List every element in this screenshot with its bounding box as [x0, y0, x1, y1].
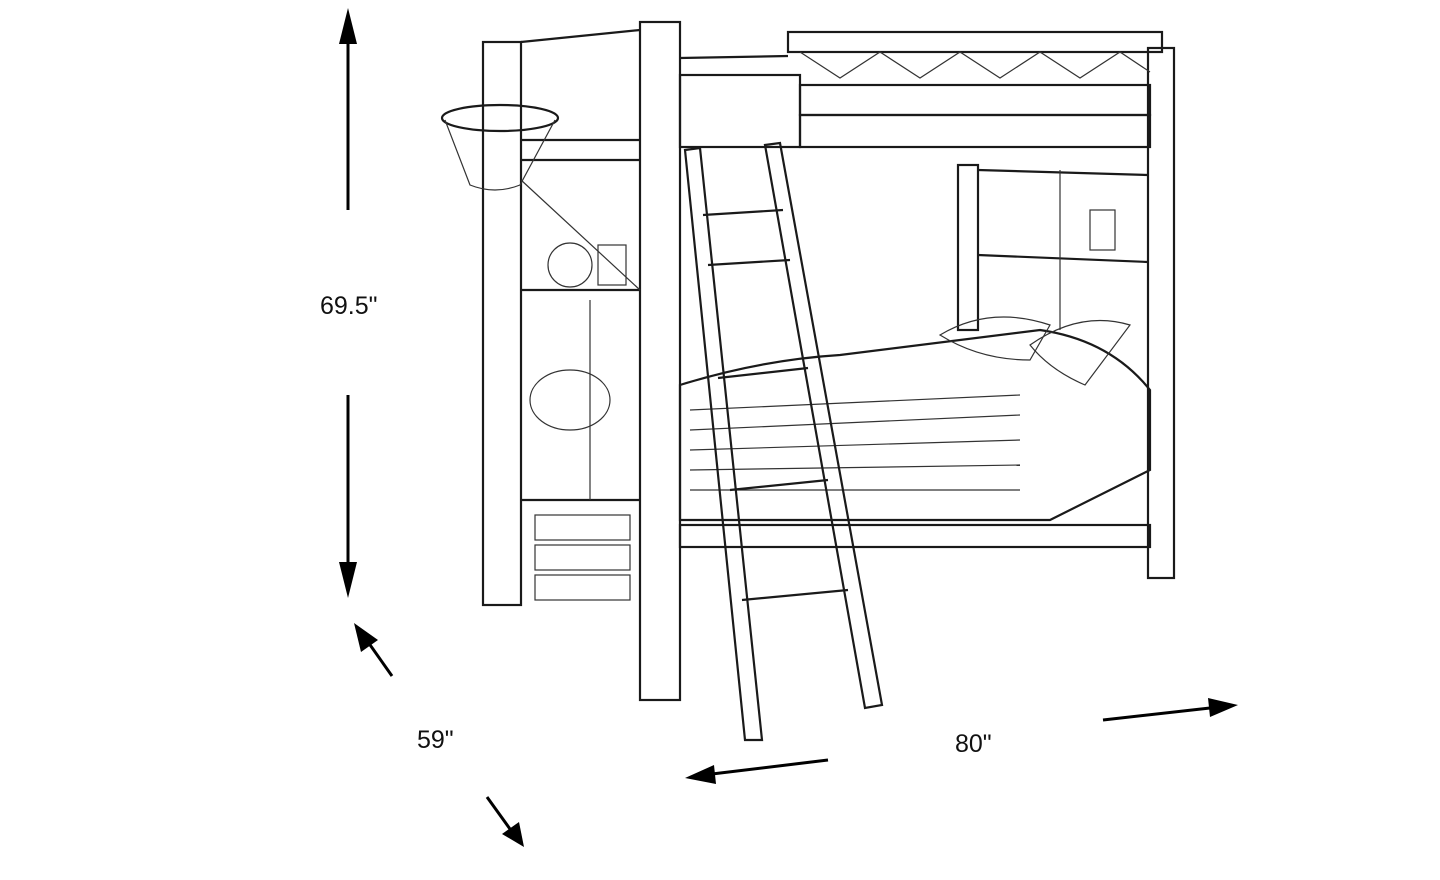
depth-arrow	[354, 623, 524, 847]
width-arrow	[685, 698, 1238, 784]
bedding-pattern	[689, 394, 1021, 491]
ladder	[683, 141, 884, 742]
height-arrow	[339, 8, 357, 598]
bed-frame	[440, 20, 1176, 702]
width-label: 80"	[955, 730, 992, 758]
height-label: 69.5"	[320, 292, 378, 320]
depth-label: 59"	[417, 726, 454, 754]
